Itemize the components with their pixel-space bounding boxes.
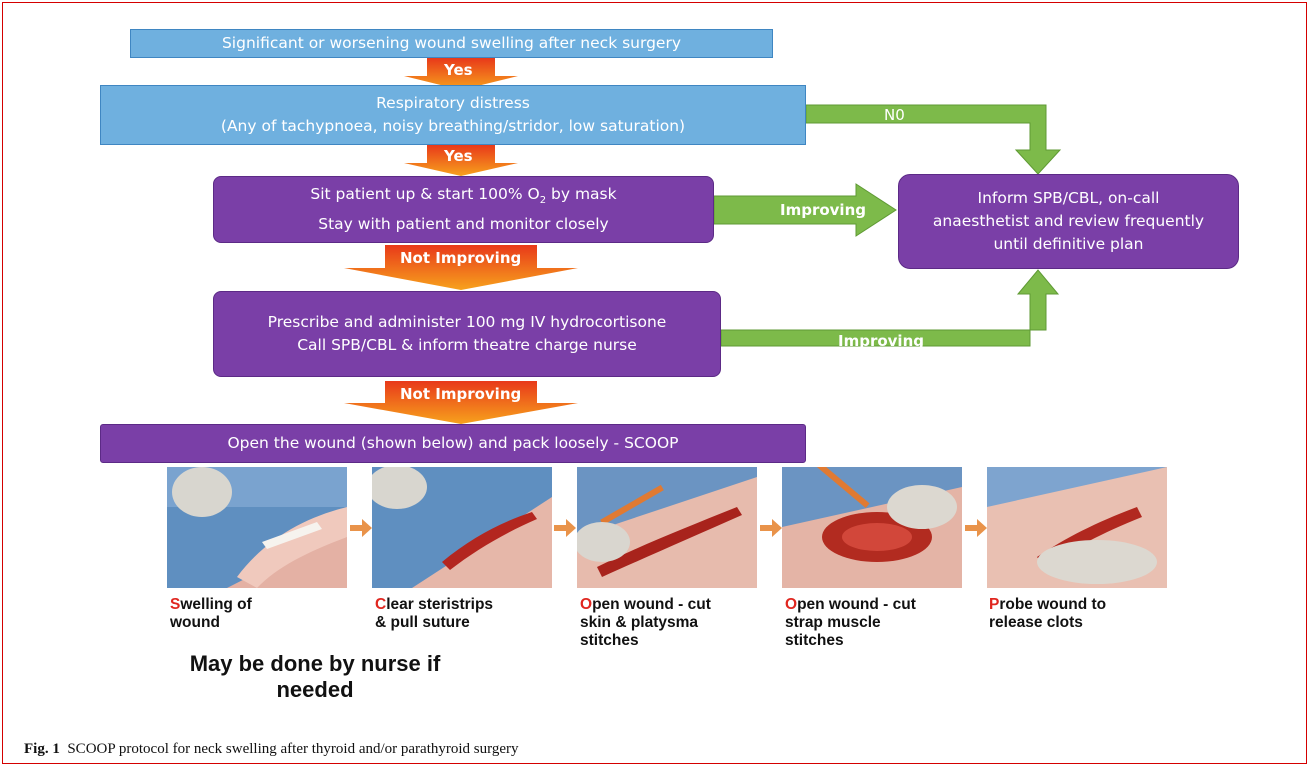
improving-arrow-2 <box>720 269 1060 347</box>
prescribe-line2: Call SPB/CBL & inform theatre charge nur… <box>297 336 637 354</box>
improving-label-1: Improving <box>780 201 866 219</box>
inform-line2: anaesthetist and review frequently <box>932 212 1205 230</box>
sit-patient-box: Sit patient up & start 100% O2 by mask S… <box>213 176 714 243</box>
yes-label-1: Yes <box>444 61 473 79</box>
inform-line1: Inform SPB/CBL, on-call <box>977 189 1160 207</box>
not-improving-label-1: Not Improving <box>400 249 522 267</box>
not-improving-label-2: Not Improving <box>400 385 522 403</box>
respiratory-distress-box: Respiratory distress (Any of tachypnoea,… <box>100 85 806 145</box>
inform-box: Inform SPB/CBL, on-call anaesthetist and… <box>898 174 1239 269</box>
photo-clear-steristrips <box>372 467 552 588</box>
yes-label-2: Yes <box>444 147 473 165</box>
sit-patient-line1: Sit patient up & start 100% O2 by mask <box>310 183 616 212</box>
not-improving-arrow-1 <box>344 245 578 290</box>
prescribe-line1: Prescribe and administer 100 mg IV hydro… <box>267 313 667 331</box>
improving-arrow-1 <box>713 183 897 237</box>
oxygen-subscript: 2 <box>539 195 547 207</box>
photo-cut-strap-muscle <box>782 467 962 588</box>
figure-caption: Fig. 1 SCOOP protocol for neck swelling … <box>24 741 519 758</box>
nurse-note: May be done by nurse if needed <box>189 651 441 702</box>
yes-arrow-1 <box>404 58 518 90</box>
step-arrow-2 <box>554 519 576 537</box>
inform-line3: until definitive plan <box>993 235 1144 253</box>
open-wound-text: Open the wound (shown below) and pack lo… <box>227 434 679 452</box>
step-letter-1: S <box>170 596 181 613</box>
figure-caption-text: SCOOP protocol for neck swelling after t… <box>67 741 519 757</box>
step-arrow-4 <box>965 519 987 537</box>
swelling-text: Significant or worsening wound swelling … <box>221 34 682 52</box>
step-letter-2: C <box>375 596 387 613</box>
distress-detail: (Any of tachypnoea, noisy breathing/stri… <box>220 117 686 135</box>
step-letter-5: P <box>989 596 1000 613</box>
step-letter-3: O <box>580 596 593 613</box>
step-text-4: pen wound - cut strap muscle stitches <box>785 596 916 649</box>
step-text-5: robe wound to release clots <box>989 596 1107 631</box>
sit-patient-line2: Stay with patient and monitor closely <box>318 214 609 233</box>
step-caption-5: Probe wound to release clots <box>989 596 1106 632</box>
sit-patient-text: Sit patient up & start 100% O <box>310 185 540 204</box>
step-caption-2: Clear steristrips & pull suture <box>375 596 493 632</box>
photo-probe-wound <box>987 467 1167 588</box>
step-caption-1: Swelling of wound <box>170 596 252 632</box>
photo-cut-skin <box>577 467 757 588</box>
yes-arrow-2 <box>404 145 518 176</box>
photo-swelling <box>167 467 347 588</box>
prescribe-box: Prescribe and administer 100 mg IV hydro… <box>213 291 721 377</box>
open-wound-box: Open the wound (shown below) and pack lo… <box>100 424 806 463</box>
step-arrow-3 <box>760 519 782 537</box>
not-improving-arrow-2 <box>344 381 578 424</box>
step-text-1: welling of wound <box>170 596 252 631</box>
step-caption-4: Open wound - cut strap muscle stitches <box>785 596 916 650</box>
figure-label: Fig. 1 <box>24 741 60 757</box>
step-text-2: lear steristrips & pull suture <box>375 596 494 631</box>
step-letter-4: O <box>785 596 798 613</box>
step-text-3: pen wound - cut skin & platysma stitches <box>580 596 711 649</box>
step-arrow-1 <box>350 519 372 537</box>
step-caption-3: Open wound - cut skin & platysma stitche… <box>580 596 711 650</box>
no-arrow <box>805 104 1062 175</box>
improving-label-2: Improving <box>838 332 924 350</box>
swelling-box: Significant or worsening wound swelling … <box>130 29 773 58</box>
sit-patient-text-end: by mask <box>546 185 617 204</box>
no-label: N0 <box>884 106 905 124</box>
distress-title: Respiratory distress <box>376 94 530 112</box>
